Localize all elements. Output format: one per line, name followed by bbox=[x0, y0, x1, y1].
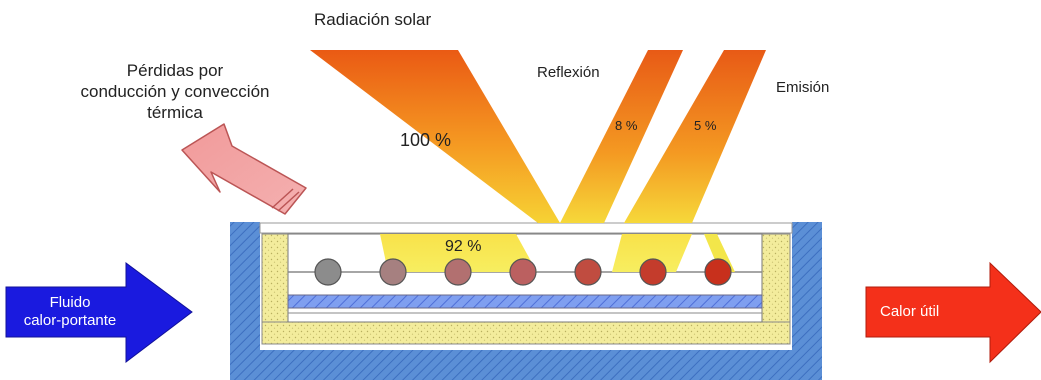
solar-radiation-label: Radiación solar bbox=[314, 10, 432, 29]
losses-label-line2: conducción y convección bbox=[80, 82, 270, 101]
absorber-tube bbox=[379, 258, 407, 286]
losses-label: Pérdidas por conducción y convección tér… bbox=[60, 60, 290, 123]
insulation-left bbox=[261, 233, 289, 323]
absorber-tube bbox=[704, 258, 732, 286]
fluid-label-line2: calor-portante bbox=[23, 312, 117, 329]
absorber-tubes bbox=[314, 258, 732, 286]
incident-percent: 100 % bbox=[400, 130, 452, 150]
absorber-pipe bbox=[287, 294, 763, 309]
useful-heat-label: Calor útil bbox=[880, 303, 940, 320]
absorber-tube bbox=[314, 258, 342, 286]
emission-label: Emisión bbox=[776, 79, 830, 96]
useful-heat-arrow bbox=[865, 261, 1041, 364]
losses-label-line3: térmica bbox=[147, 103, 203, 122]
emission-beam bbox=[624, 50, 766, 223]
absorber-tube bbox=[639, 258, 667, 286]
absorber-tube bbox=[444, 258, 472, 286]
inner-tray bbox=[287, 233, 763, 323]
reflection-percent: 8 % bbox=[615, 118, 638, 133]
insulation-right bbox=[761, 233, 791, 323]
reflection-label: Reflexión bbox=[537, 64, 600, 81]
emission-beam-inner bbox=[612, 234, 692, 272]
fluid-label-line1: Fluido bbox=[49, 294, 91, 311]
absorber-tube bbox=[509, 258, 537, 286]
heat-loss-arrow bbox=[181, 123, 307, 215]
losses-label-line1: Pérdidas por bbox=[126, 61, 224, 80]
absorber-tube bbox=[574, 258, 602, 286]
reflection-beam bbox=[560, 50, 683, 223]
emission-percent: 5 % bbox=[694, 118, 717, 133]
glass-cover bbox=[259, 222, 793, 234]
absorbed-radiation-beam bbox=[380, 234, 537, 272]
absorbed-percent: 92 % bbox=[445, 238, 482, 255]
incident-radiation-beam bbox=[310, 50, 560, 223]
fluid-inlet-arrow bbox=[5, 262, 193, 364]
fluid-inlet-label: Fluido calor-portante bbox=[10, 294, 130, 330]
insulation-bottom bbox=[261, 321, 791, 345]
